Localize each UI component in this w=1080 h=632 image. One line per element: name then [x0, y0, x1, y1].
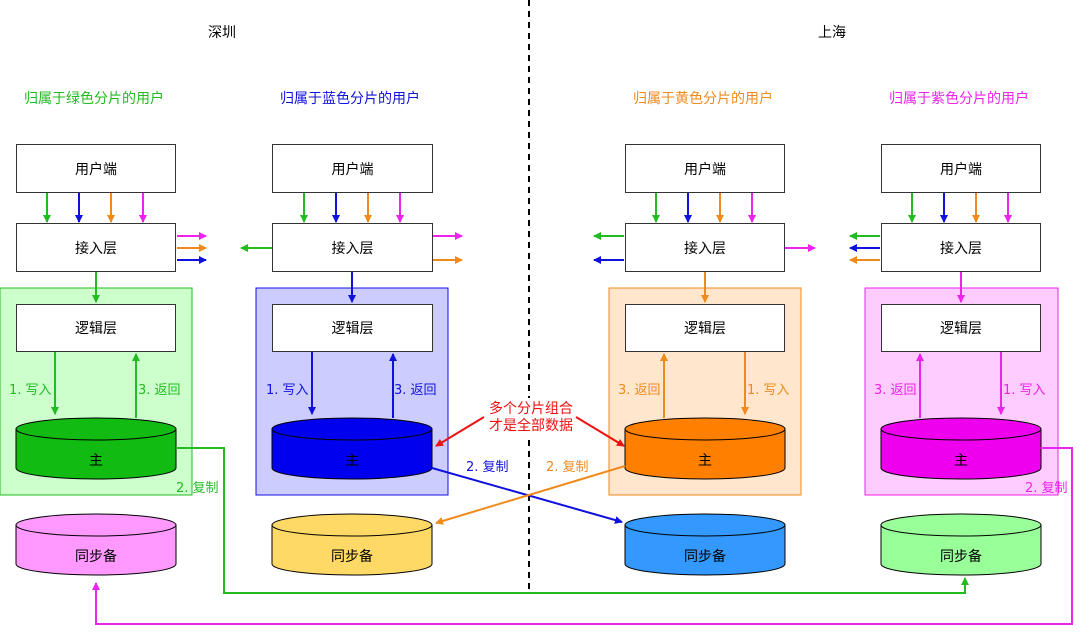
annotation-line2: 才是全部数据	[487, 415, 575, 435]
client-box-blue[interactable]: 用户端	[272, 144, 433, 193]
annotation-arrow-right	[575, 416, 625, 447]
magenta-primary-db-top	[880, 417, 1042, 441]
client-box-orange[interactable]: 用户端	[625, 144, 785, 193]
return-label-magenta: 3. 返回	[874, 383, 917, 398]
write-label-orange: 1. 写入	[747, 383, 790, 398]
magenta-replication-line	[92, 447, 1073, 625]
access-layer-box-green[interactable]: 接入层	[16, 223, 176, 272]
blue-primary-db-top	[271, 417, 433, 441]
client-box-magenta[interactable]: 用户端	[881, 144, 1041, 193]
primary-db-label-orange: 主	[698, 453, 712, 469]
blue-primary-db	[271, 429, 433, 480]
green-primary-db	[15, 429, 177, 480]
blue-backup-db-top	[271, 513, 433, 537]
green-replication-line	[176, 447, 969, 594]
group-title-green: 归属于绿色分片的用户	[24, 91, 164, 107]
client-box-green[interactable]: 用户端	[16, 144, 176, 193]
logic-layer-box-magenta[interactable]: 逻辑层	[881, 304, 1041, 352]
logic-layer-box-orange[interactable]: 逻辑层	[625, 304, 785, 352]
logic-layer-box-green[interactable]: 逻辑层	[16, 304, 176, 352]
orange-primary-db	[624, 429, 786, 480]
return-label-green: 3. 返回	[138, 383, 181, 398]
annotation-arrow-left	[435, 416, 485, 447]
return-label-orange: 3. 返回	[618, 383, 661, 398]
access-layer-box-orange[interactable]: 接入层	[625, 223, 785, 272]
logic-layer-box-blue[interactable]: 逻辑层	[272, 304, 433, 352]
replication-label-orange: 2. 复制	[546, 460, 589, 475]
annotation-line1: 多个分片组合	[487, 398, 575, 418]
backup-db-label-orange: 同步备	[684, 549, 726, 565]
blue-backup-db	[271, 525, 433, 576]
return-label-blue: 3. 返回	[394, 383, 437, 398]
access-layer-box-magenta[interactable]: 接入层	[881, 223, 1041, 272]
replication-label-green: 2. 复制	[176, 481, 219, 496]
region-label-shanghai: 上海	[818, 25, 846, 41]
magenta-backup-db-top	[880, 513, 1042, 537]
green-backup-db-top	[15, 513, 177, 537]
green-backup-db	[15, 525, 177, 576]
write-label-magenta: 1. 写入	[1003, 383, 1046, 398]
replication-label-magenta: 2. 复制	[1025, 481, 1068, 496]
magenta-primary-db	[880, 429, 1042, 480]
green-primary-db-top	[15, 417, 177, 441]
magenta-backup-db	[880, 525, 1042, 576]
orange-replication-line	[435, 465, 626, 525]
replication-label-blue: 2. 复制	[466, 460, 509, 475]
orange-backup-db-top	[624, 513, 786, 537]
primary-db-label-blue: 主	[345, 453, 359, 469]
write-label-blue: 1. 写入	[266, 383, 309, 398]
region-label-shenzhen: 深圳	[208, 25, 236, 41]
backup-db-label-blue: 同步备	[331, 549, 373, 565]
group-title-blue: 归属于蓝色分片的用户	[280, 91, 420, 107]
primary-db-label-magenta: 主	[954, 453, 968, 469]
access-layer-box-blue[interactable]: 接入层	[272, 223, 433, 272]
orange-backup-db	[624, 525, 786, 576]
write-label-green: 1. 写入	[9, 383, 52, 398]
orange-primary-db-top	[624, 417, 786, 441]
backup-db-label-magenta: 同步备	[940, 549, 982, 565]
backup-db-label-green: 同步备	[75, 549, 117, 565]
group-title-magenta: 归属于紫色分片的用户	[889, 91, 1029, 107]
primary-db-label-green: 主	[89, 453, 103, 469]
group-title-orange: 归属于黄色分片的用户	[633, 91, 773, 107]
